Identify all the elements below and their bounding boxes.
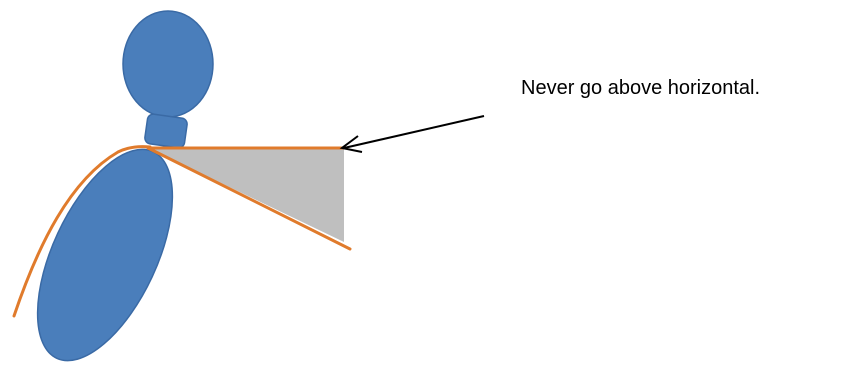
pointer-arrow-shaft	[344, 116, 484, 148]
annotation-text: Never go above horizontal.	[521, 76, 760, 100]
head-icon	[123, 11, 213, 117]
torso	[10, 130, 201, 367]
neck	[144, 113, 188, 148]
